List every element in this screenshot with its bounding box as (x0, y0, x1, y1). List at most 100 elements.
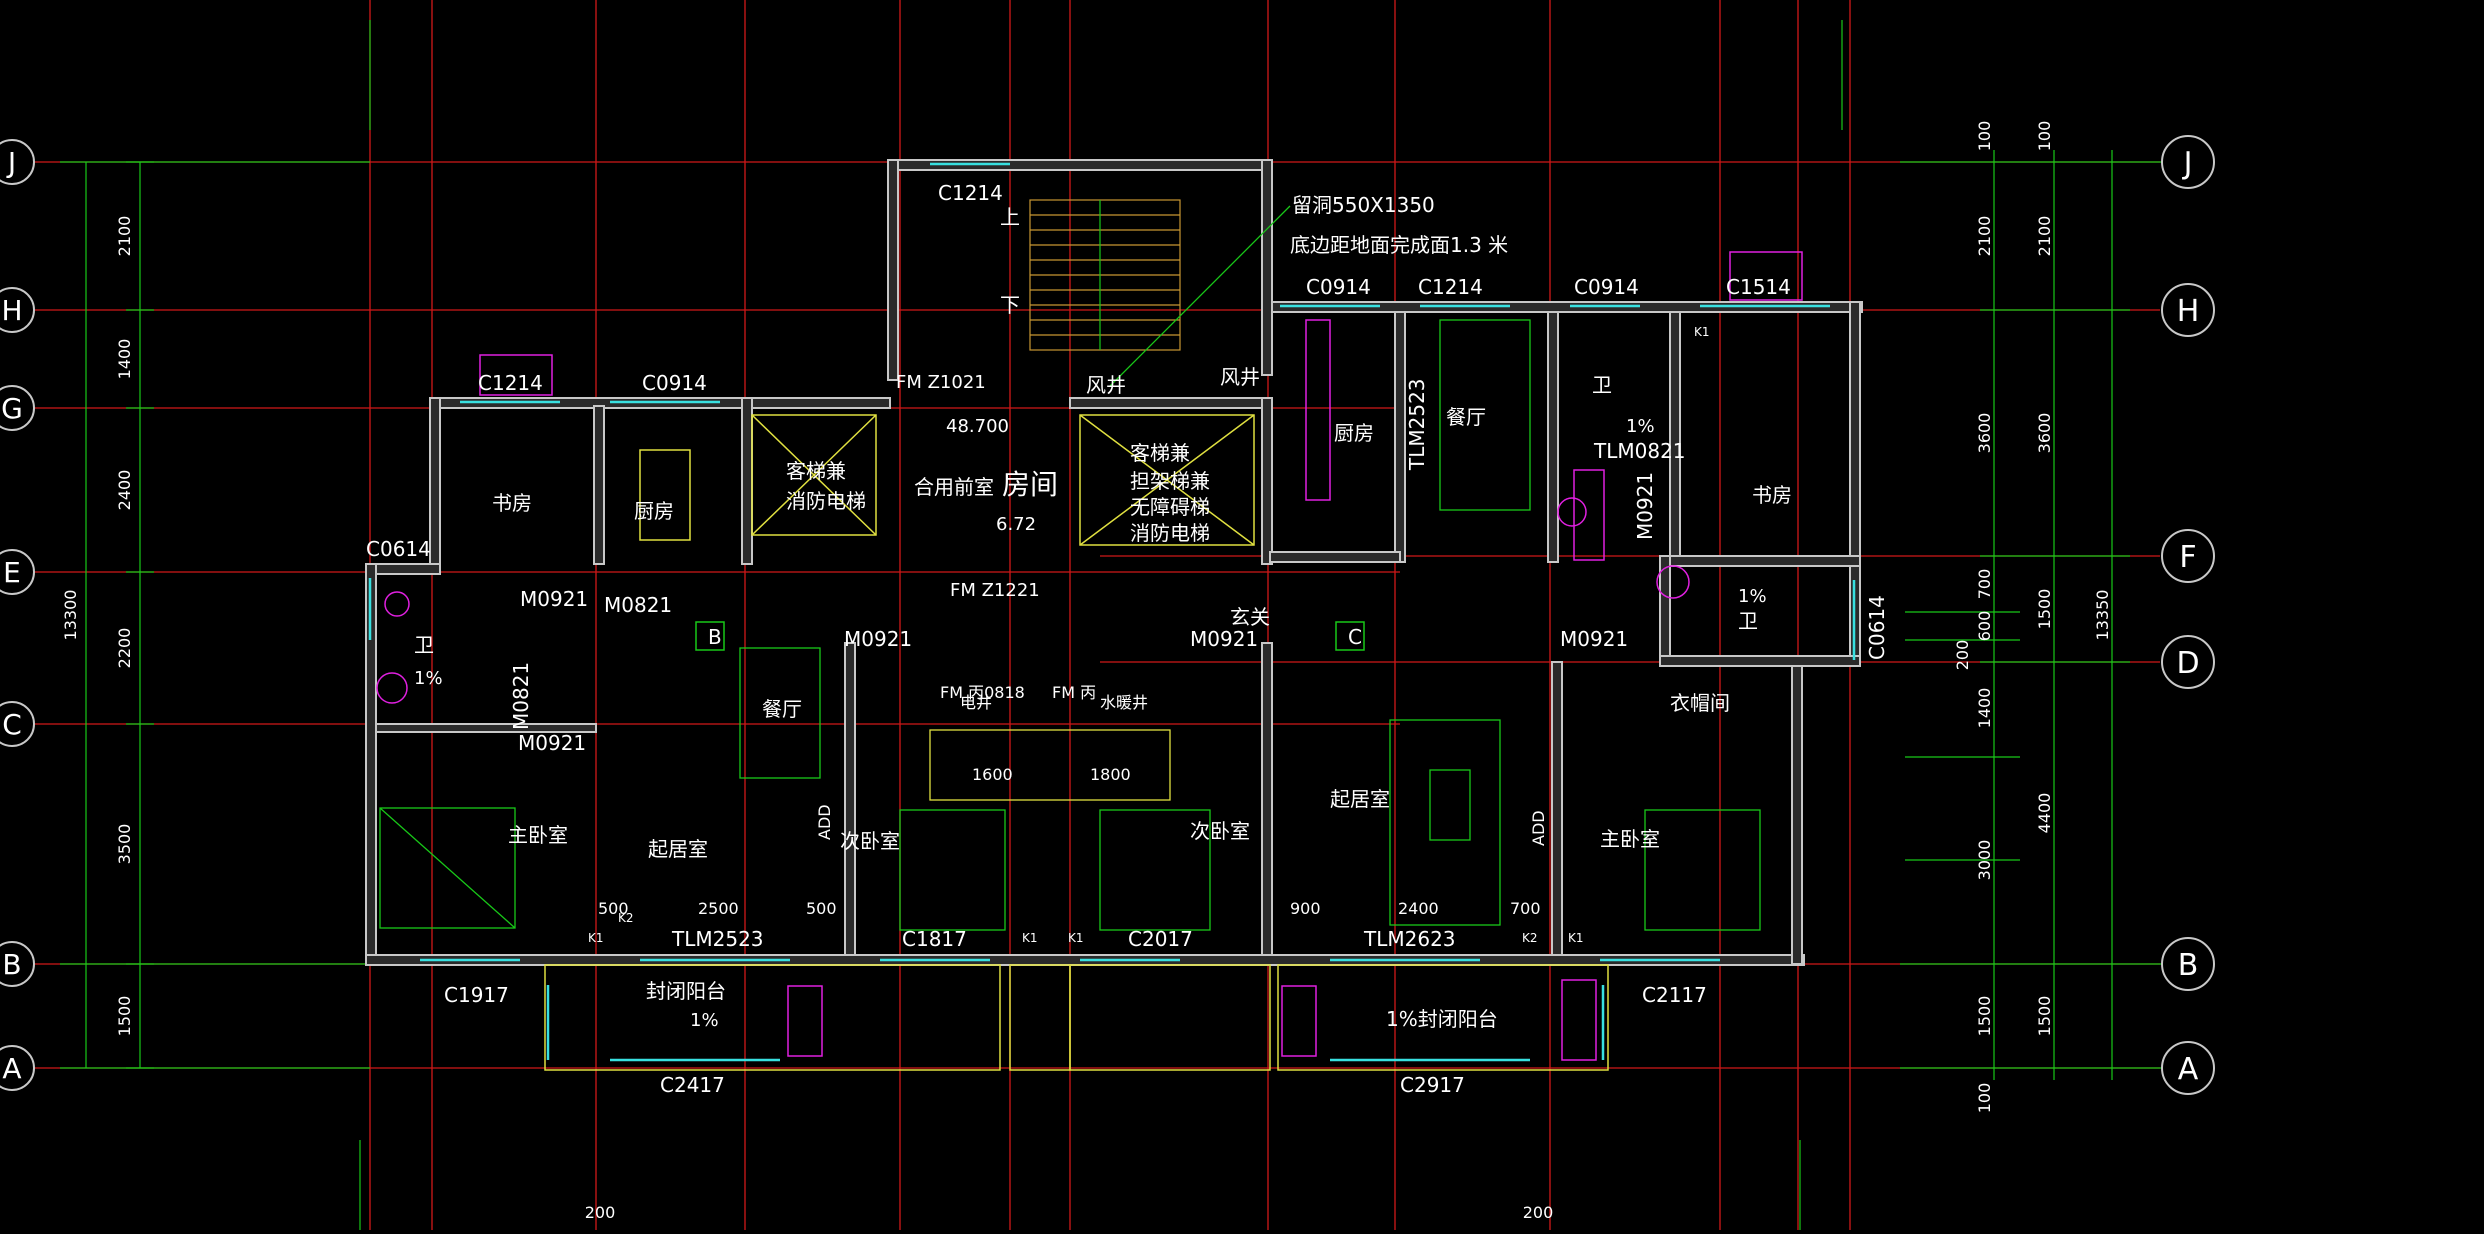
elevator-label: 消防电梯 (786, 489, 866, 513)
lobby-label: 合用前室 (914, 475, 994, 499)
door-label: M0821 (604, 593, 672, 617)
door-label: M0921 (1633, 472, 1657, 540)
dimension-text: 1500 (115, 996, 134, 1037)
dimension-text: 500 (598, 899, 629, 918)
dimension-text: 1600 (972, 765, 1013, 784)
slope-label: 1% (690, 1010, 719, 1031)
window-label: C0914 (1574, 275, 1639, 299)
unit-tag: B (708, 625, 722, 649)
elevator-label: 客梯兼 (1130, 441, 1190, 465)
axis-bubble-label: E (3, 556, 21, 589)
add-label: ADD (1529, 810, 1548, 846)
window-label: C1214 (478, 371, 543, 395)
window-label: C1514 (1726, 275, 1791, 299)
dimension-text: 100 (1975, 121, 1994, 152)
room-label: 1%封闭阳台 (1386, 1007, 1498, 1031)
room-label: 次卧室 (1190, 819, 1250, 843)
window-label: C0614 (366, 537, 431, 561)
elevator-shafts (751, 414, 1255, 546)
slope-label: 1% (1738, 586, 1767, 607)
room-label: 卫 (414, 633, 434, 657)
dimension-text: 3500 (115, 824, 134, 865)
shaft-label: 水暖井 (1100, 693, 1148, 712)
dimension-text: 900 (1290, 899, 1321, 918)
room-label: 厨房 (1334, 421, 1374, 445)
fixtures (376, 251, 1803, 1061)
stair-up-label: 上 (1000, 205, 1020, 229)
fire-door-label: FM Z1021 (896, 372, 986, 393)
switch-label: K1 (588, 931, 604, 945)
door-label: TLM2623 (1363, 927, 1456, 951)
door-label: M0921 (844, 627, 912, 651)
dimension-text: 1500 (2035, 589, 2054, 630)
window-label: C1214 (1418, 275, 1483, 299)
stair-down-label: 下 (1000, 293, 1020, 317)
door-label: TLM2523 (1405, 378, 1429, 471)
dimension-text: 2500 (698, 899, 739, 918)
window-label: C2917 (1400, 1073, 1465, 1097)
elevator-label: 消防电梯 (1130, 521, 1210, 545)
add-label: ADD (815, 804, 834, 840)
furniture (379, 319, 1761, 931)
room-label: 主卧室 (1600, 827, 1660, 851)
window-label: C1917 (444, 983, 509, 1007)
dimension-text: 3600 (2035, 413, 2054, 454)
switch-label: K2 (1522, 931, 1538, 945)
room-label: 主卧室 (508, 823, 568, 847)
dimension-text: 1500 (2035, 996, 2054, 1037)
dimension-text: 100 (2035, 121, 2054, 152)
axis-bubble-label: D (2176, 646, 2199, 681)
windows (368, 162, 1856, 1062)
dimension-text: 2200 (115, 628, 134, 669)
window-label: C0914 (642, 371, 707, 395)
door-label: M0921 (520, 587, 588, 611)
axis-bubbles-right (2161, 135, 2215, 1095)
room-label: 次卧室 (840, 829, 900, 853)
dimension-text: 700 (1510, 899, 1541, 918)
dimension-text: 200 (1523, 1203, 1554, 1222)
hole-note-1: 留洞550X1350 (1292, 193, 1435, 217)
wind-shaft-label: 风井 (1086, 373, 1126, 397)
door-label: M0921 (1560, 627, 1628, 651)
axis-bubble-label: H (2177, 294, 2200, 329)
room-label: 餐厅 (762, 697, 802, 721)
window-label: C0914 (1306, 275, 1371, 299)
dimension-text: 3000 (1975, 840, 1994, 881)
axis-bubble-label: H (1, 294, 22, 327)
switch-label: K2 (618, 911, 634, 925)
dimension-text: 2100 (2035, 216, 2054, 257)
elevator-label: 无障碍梯 (1130, 495, 1210, 519)
dimension-text: 2100 (115, 216, 134, 257)
unit-tag: C (1348, 625, 1362, 649)
fire-door-label: FM 丙0818 (940, 683, 1025, 702)
fire-door-label: FM Z1221 (950, 580, 1040, 601)
axis-bubble-label: G (1, 392, 23, 425)
window-label: C2417 (660, 1073, 725, 1097)
window-label: C2017 (1128, 927, 1193, 951)
room-label: 房间 (1002, 468, 1058, 501)
window-label: C0614 (1865, 595, 1889, 660)
axis-bubble-label: J (6, 146, 16, 179)
balconies (544, 964, 1609, 1071)
dimension-text: 1800 (1090, 765, 1131, 784)
shaft-label: 电井 (960, 693, 992, 712)
room-label: 厨房 (634, 499, 674, 523)
axis-bubble-label: B (2178, 948, 2199, 983)
room-label: 卫 (1592, 373, 1612, 397)
wind-shaft-label: 风井 (1220, 365, 1260, 389)
dimension-text: 2100 (1975, 216, 1994, 257)
room-label: 玄关 (1230, 605, 1270, 629)
axis-bubble-label: F (2179, 540, 2196, 575)
elevation-label: 48.700 (946, 416, 1009, 437)
axis-bubbles-left (0, 139, 35, 1091)
door-label: TLM0821 (1593, 439, 1686, 463)
elevator-label: 担架梯兼 (1130, 469, 1210, 493)
window-label: C2117 (1642, 983, 1707, 1007)
window-label: C1817 (902, 927, 967, 951)
slope-label: 1% (414, 668, 443, 689)
slope-label: 1% (1626, 416, 1655, 437)
axis-bubble-label: C (2, 708, 22, 741)
room-label: 封闭阳台 (646, 979, 726, 1003)
area-label: 6.72 (996, 514, 1036, 535)
